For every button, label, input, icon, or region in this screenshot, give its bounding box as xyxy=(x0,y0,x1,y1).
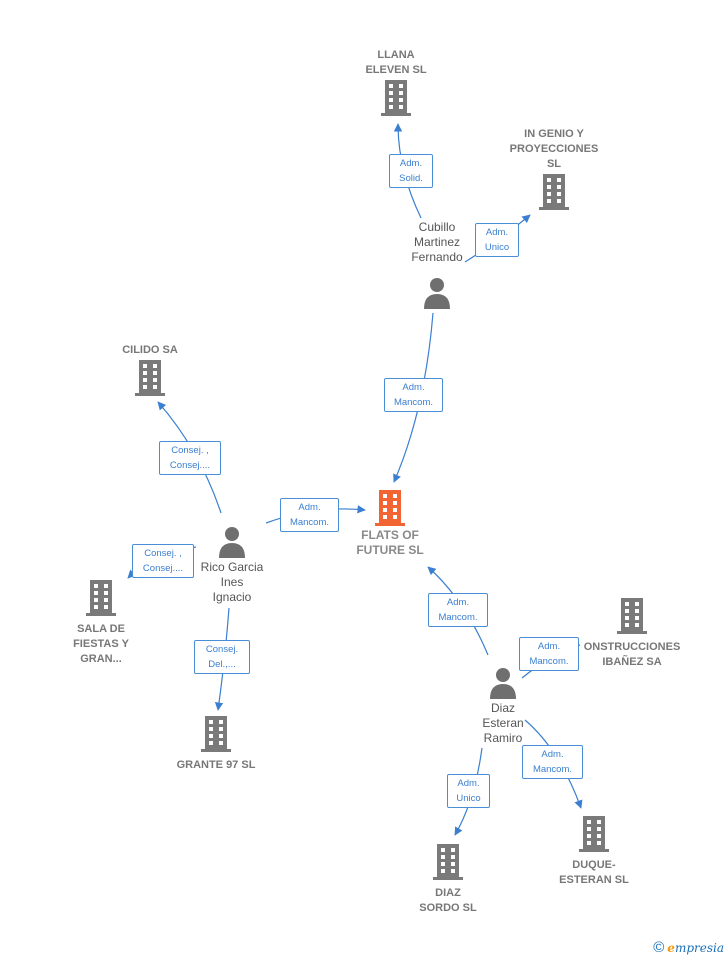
node-label: CILIDO SA xyxy=(122,344,178,356)
building-icon xyxy=(381,80,411,116)
node-grante-97[interactable]: GRANTE 97 SL xyxy=(156,714,276,773)
edge-label-rico-grante: Consej. Del.,... xyxy=(194,640,250,674)
node-label: Rico Garcia Ines Ignacio xyxy=(200,560,264,604)
building-icon xyxy=(433,844,463,880)
edge-label-cubillo-flats: Adm. Mancom. xyxy=(384,378,443,412)
person-icon xyxy=(490,668,516,699)
brand-initial: e xyxy=(667,941,675,955)
edge-label-diaz-duque: Adm. Mancom. xyxy=(522,745,583,779)
node-flats-of-future[interactable]: FLATS OF FUTURE SL xyxy=(330,488,450,558)
building-icon xyxy=(86,580,116,616)
brand-name: mpresia xyxy=(674,941,724,955)
building-icon xyxy=(617,598,647,634)
node-diaz-sordo[interactable]: DIAZ SORDO SL xyxy=(388,842,508,916)
node-label: FLATS OF FUTURE SL xyxy=(356,528,424,557)
node-label: Diaz Esteran Ramiro xyxy=(482,701,524,745)
node-duque-esteran[interactable]: DUQUE- ESTERAN SL xyxy=(534,814,654,888)
node-cilido[interactable]: CILIDO SA xyxy=(90,343,210,398)
node-label: Cubillo Martinez Fernando xyxy=(411,220,463,264)
node-label: LLANA ELEVEN SL xyxy=(365,49,427,76)
edge-label-diaz-construcciones: Adm. Mancom. xyxy=(519,637,579,671)
node-llana-eleven[interactable]: LLANA ELEVEN SL xyxy=(336,48,456,118)
person-icon xyxy=(219,527,245,558)
node-label: DIAZ SORDO SL xyxy=(419,887,477,914)
node-label: IN GENIO Y PROYECCIONES SL xyxy=(509,128,599,170)
node-rico-garcia[interactable]: Rico Garcia Ines Ignacio xyxy=(172,524,292,605)
building-icon xyxy=(579,816,609,852)
node-label: GRANTE 97 SL xyxy=(176,759,256,771)
brand-footer: ©empresia xyxy=(653,939,724,956)
edge-label-diaz-flats: Adm. Mancom. xyxy=(428,593,488,627)
edge-label-rico-flats: Adm. Mancom. xyxy=(280,498,339,532)
building-icon xyxy=(135,360,165,396)
node-construcciones-ibanez[interactable]: ONSTRUCCIONES IBAÑEZ SA xyxy=(572,596,692,670)
node-cubillo[interactable]: Cubillo Martinez Fernando xyxy=(377,220,497,311)
copyright-icon: © xyxy=(653,939,665,956)
node-diaz-esteran[interactable]: Diaz Esteran Ramiro xyxy=(443,665,563,746)
node-label: ONSTRUCCIONES IBAÑEZ SA xyxy=(583,641,681,668)
edge-label-rico-cilido: Consej. , Consej.... xyxy=(159,441,221,475)
building-icon xyxy=(539,174,569,210)
node-sala-de-fiestas[interactable]: SALA DE FIESTAS Y GRAN... xyxy=(41,578,161,667)
node-label: SALA DE FIESTAS Y GRAN... xyxy=(73,623,129,665)
edge-label-rico-sala: Consej. , Consej.... xyxy=(132,544,194,578)
node-label: DUQUE- ESTERAN SL xyxy=(559,859,629,886)
edge-label-cubillo-llana: Adm. Solid. xyxy=(389,154,433,188)
edge-label-diaz-diazsordo: Adm. Unico xyxy=(447,774,490,808)
node-in-genio[interactable]: IN GENIO Y PROYECCIONES SL xyxy=(494,127,614,212)
building-icon xyxy=(375,490,405,526)
person-icon xyxy=(424,278,450,309)
edge-label-cubillo-ingenio: Adm. Unico xyxy=(475,223,519,257)
building-icon xyxy=(201,716,231,752)
